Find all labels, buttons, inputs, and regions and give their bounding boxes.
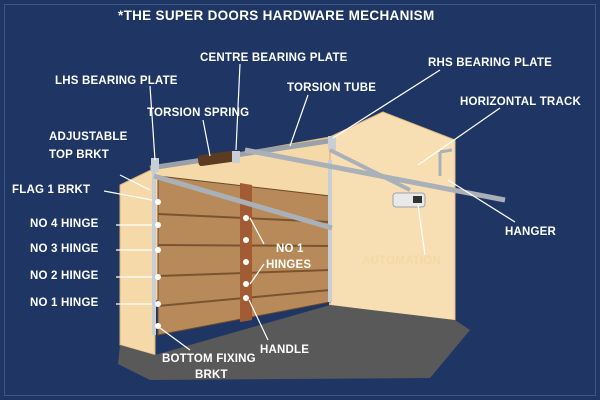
hinge-centre — [243, 237, 249, 243]
automation-motor-face — [413, 196, 422, 203]
bottom-fixing-dot — [155, 323, 161, 329]
label-rhs-bearing-plate: RHS BEARING PLATE — [428, 57, 552, 69]
label-no3-hinge: NO 3 HINGE — [30, 243, 99, 255]
label-centre-bearing-plate: CENTRE BEARING PLATE — [200, 52, 348, 64]
diagram-title: *THE SUPER DOORS HARDWARE MECHANISM — [118, 8, 435, 23]
label-no4-hinge: NO 4 HINGE — [30, 218, 99, 230]
hanger-rod-top — [439, 148, 453, 154]
label-bottom-fixing: BOTTOM FIXING — [162, 353, 256, 365]
hinge-no1-left — [155, 274, 161, 280]
leader-torsion-spring — [202, 119, 211, 157]
leader-horizontal-track — [417, 107, 501, 166]
title-asterisk: * — [118, 8, 124, 23]
leader-torsion-tube — [289, 94, 309, 147]
leader-lhs-bearing — [149, 85, 156, 161]
torsion-tube-bar — [149, 137, 336, 171]
hinge-no1-left-low — [155, 301, 161, 307]
rhs-bearing-plate-shape — [328, 136, 336, 150]
label-horizontal-track: HORIZONTAL TRACK — [460, 96, 581, 108]
hinge-no3-left — [155, 222, 161, 228]
label-flag-1-brkt: FLAG 1 BRKT — [12, 184, 91, 196]
label-automation: AUTOMATION — [362, 255, 441, 267]
label-brkt: BRKT — [195, 369, 228, 381]
leader-bottom-fixing — [159, 327, 191, 351]
label-handle: HANDLE — [260, 344, 310, 356]
torsion-spring-coil — [197, 150, 235, 167]
right-horizontal-track — [244, 147, 506, 203]
title-text: THE SUPER DOORS HARDWARE MECHANISM — [123, 8, 435, 23]
leader-lines — [103, 63, 516, 351]
leader-adjustable-top-brkt — [119, 174, 151, 191]
leader-flag-brkt — [103, 190, 153, 201]
left-return-wall — [119, 167, 156, 356]
leader-handle — [248, 299, 269, 341]
hinge-centre — [243, 281, 249, 287]
centre-bearing-plate-shape — [232, 151, 240, 163]
leader-centre-bearing — [235, 63, 241, 151]
label-no1: NO 1 — [276, 243, 304, 255]
label-lhs-bearing-plate: LHS BEARING PLATE — [55, 75, 178, 87]
hinge-centre — [243, 295, 249, 301]
hinge-markers — [155, 199, 249, 329]
hinge-no2-left — [155, 247, 161, 253]
right-wall — [329, 111, 456, 323]
hinge-centre — [243, 259, 249, 265]
label-top-brkt: TOP BRKT — [49, 149, 109, 161]
leader-rhs-bearing — [332, 69, 441, 139]
opener-rail — [329, 148, 411, 192]
hinge-no4-left — [155, 199, 161, 205]
floor — [118, 305, 470, 380]
leader-automation — [417, 204, 426, 256]
label-no2-hinge: NO 2 HINGE — [30, 270, 99, 282]
left-horizontal-track — [153, 173, 333, 231]
label-no1-hinge: NO 1 HINGE — [30, 297, 99, 309]
lhs-bearing-plate-shape — [151, 158, 159, 172]
door-centre-stile — [240, 183, 252, 322]
leader-hanger — [447, 179, 516, 223]
label-hinges: HINGES — [266, 259, 312, 271]
label-hanger: HANGER — [505, 226, 557, 238]
label-adjustable: ADJUSTABLE — [49, 131, 128, 143]
leader-no1-hinges — [249, 217, 265, 245]
label-torsion-tube: TORSION TUBE — [287, 82, 377, 94]
label-torsion-spring: TORSION SPRING — [147, 107, 250, 119]
leader-no1-hinges-2 — [249, 263, 265, 285]
hinge-centre — [243, 215, 249, 221]
